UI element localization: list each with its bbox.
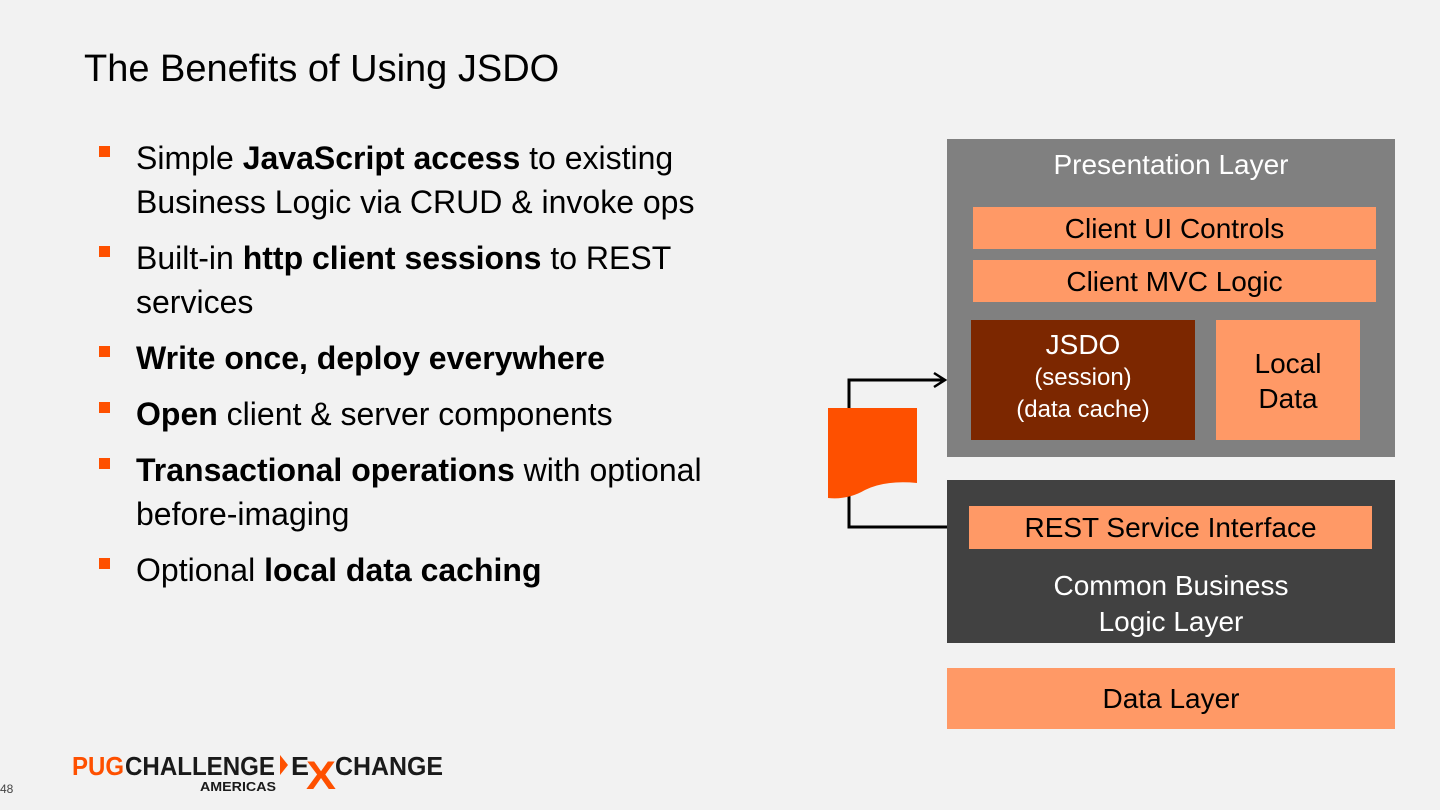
logo-part1: PUG [72,751,124,781]
logo-part4: X [306,754,336,795]
page-number: 48 [0,782,14,796]
document-icon [828,408,917,499]
logo-part5: CHANGE [335,751,443,781]
bullet-square-icon [99,558,110,569]
rest-service-interface-box: REST Service Interface [969,506,1372,549]
client-mvc-logic-box: Client MVC Logic [973,260,1376,302]
bullet-text: client & server components [217,396,613,432]
bullet-square-icon [99,458,110,469]
slide-title: The Benefits of Using JSDO [84,48,560,90]
bullet-text: to REST services [136,240,671,320]
bullet-text: to existing Business Logic via CRUD & in… [136,140,695,220]
bullet-item: Built-in http client sessions to REST se… [96,236,796,324]
bullet-item: Open client & server components [96,392,796,436]
logo-triangle-icon [280,755,288,775]
bullet-text-bold: http client sessions [242,240,542,276]
arrowhead-icon [933,371,948,389]
bullet-text-bold: Transactional operations [136,452,515,488]
bullet-square-icon [99,346,110,357]
pug-challenge-logo: PUG CHALLENGE AMERICAS E X CHANGE [72,751,443,795]
bullet-text-bold: local data caching [264,552,542,588]
bullet-square-icon [99,146,110,157]
logo-part2: CHALLENGE [125,751,275,781]
bullet-text: Optional [136,552,265,588]
business-layer-line1: Common Business [1053,570,1289,601]
bullet-text: with optional before-imaging [136,452,702,532]
data-layer-box: Data Layer [947,668,1395,729]
bullet-text: Simple [136,140,243,176]
bullet-text-bold: Open [136,396,218,432]
logo-sub: AMERICAS [200,779,276,794]
bullet-square-icon [99,246,110,257]
logo-part3: E [291,751,309,781]
local-data-line1: Local [1254,348,1322,379]
jsdo-session: (session) [1034,364,1132,391]
jsdo-box: JSDO (session) (data cache) [971,320,1195,440]
bullet-text: Built-in [136,240,243,276]
jsdo-cache: (data cache) [1016,396,1150,423]
bullet-text-bold: JavaScript access [242,140,521,176]
bullet-item: Optional local data caching [96,548,796,592]
business-layer-label: Common Business Logic Layer [947,568,1395,640]
presentation-layer-label: Presentation Layer [1053,149,1289,180]
bullet-square-icon [99,402,110,413]
business-layer-line2: Logic Layer [1098,606,1244,637]
client-ui-controls-box: Client UI Controls [973,207,1376,249]
local-data-box: Local Data [1216,320,1360,440]
bullet-item: Write once, deploy everywhere [96,336,796,380]
bullet-text-bold: Write once, deploy everywhere [136,340,605,376]
local-data-line2: Data [1258,383,1318,414]
jsdo-title: JSDO [1045,329,1121,360]
bullet-item: Transactional operations with optional b… [96,448,796,536]
business-logic-layer: Common Business Logic Layer [947,480,1395,643]
benefits-list: Simple JavaScript access to existing Bus… [96,136,796,604]
bullet-item: Simple JavaScript access to existing Bus… [96,136,796,224]
